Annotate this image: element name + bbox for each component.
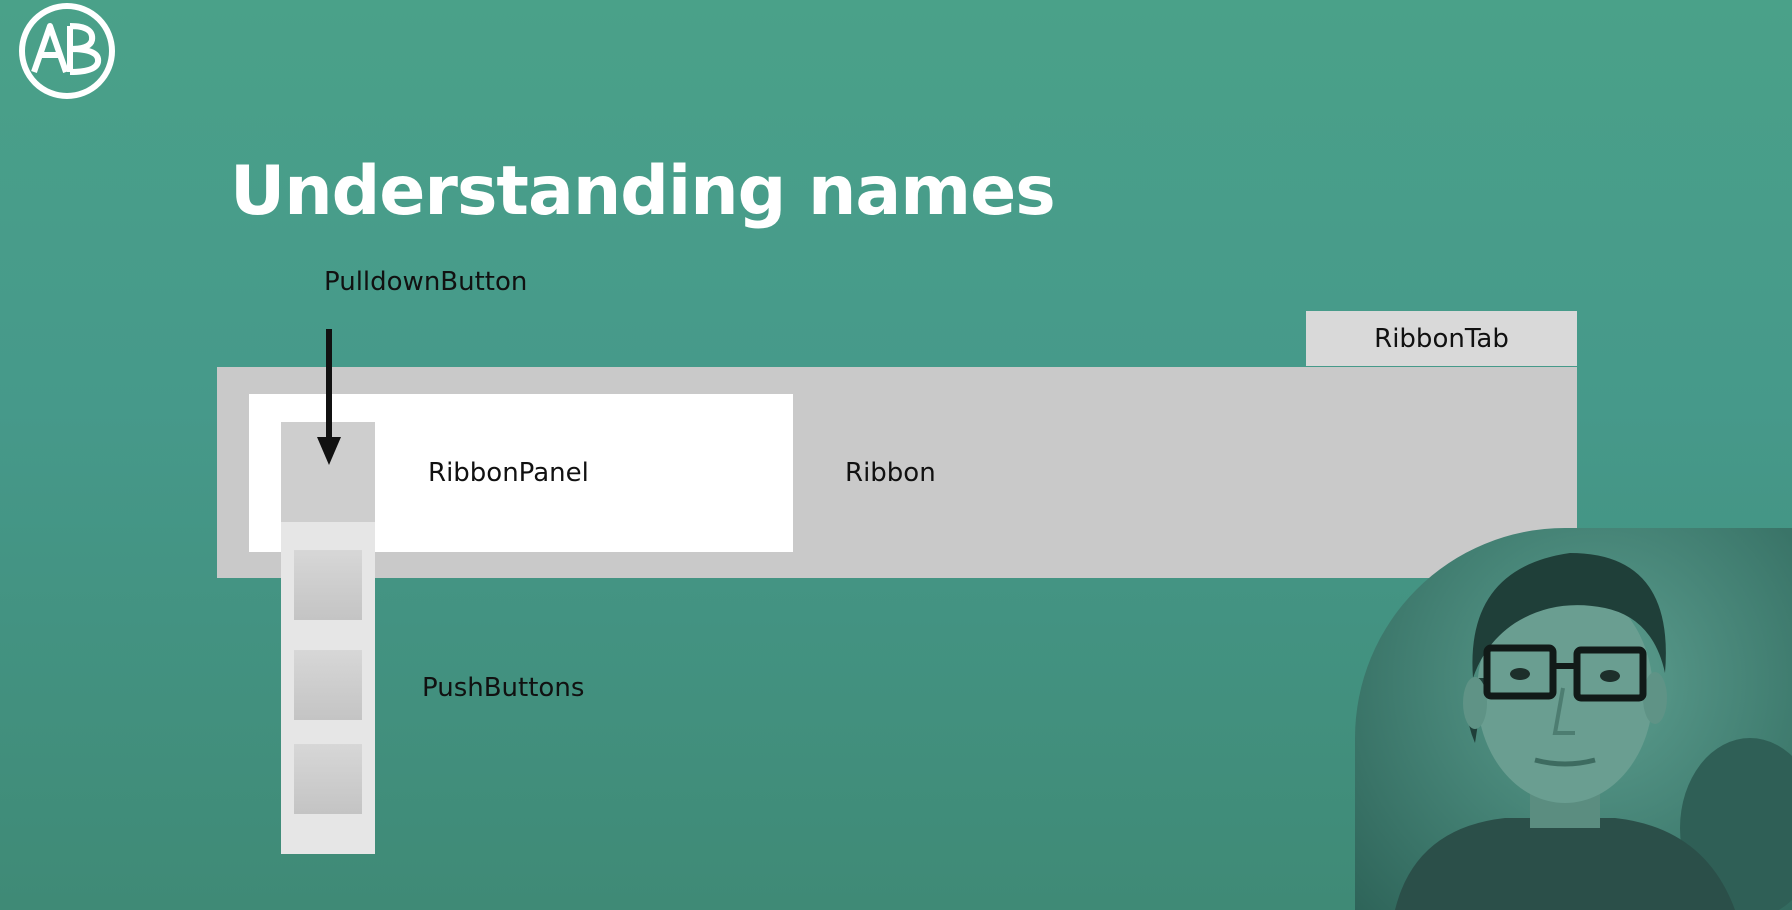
push-buttons-label: PushButtons — [422, 673, 585, 703]
presenter-figure-icon — [1395, 553, 1792, 910]
pulldown-button-label: PulldownButton — [324, 267, 528, 297]
ribbon-tab-box: RibbonTab — [1306, 311, 1577, 366]
push-button-1 — [294, 550, 362, 620]
ab-logo-icon — [19, 3, 115, 99]
ribbon-panel-label: RibbonPanel — [428, 458, 589, 488]
ribbon-tab-label: RibbonTab — [1374, 323, 1509, 354]
push-button-3 — [294, 744, 362, 814]
push-button-2 — [294, 650, 362, 720]
presenter-webcam — [1355, 528, 1792, 910]
arrow-down-icon — [317, 329, 341, 465]
ribbon-label: Ribbon — [845, 458, 936, 488]
pushbutton-strip — [281, 522, 375, 854]
slide-title: Understanding names — [230, 152, 1056, 231]
